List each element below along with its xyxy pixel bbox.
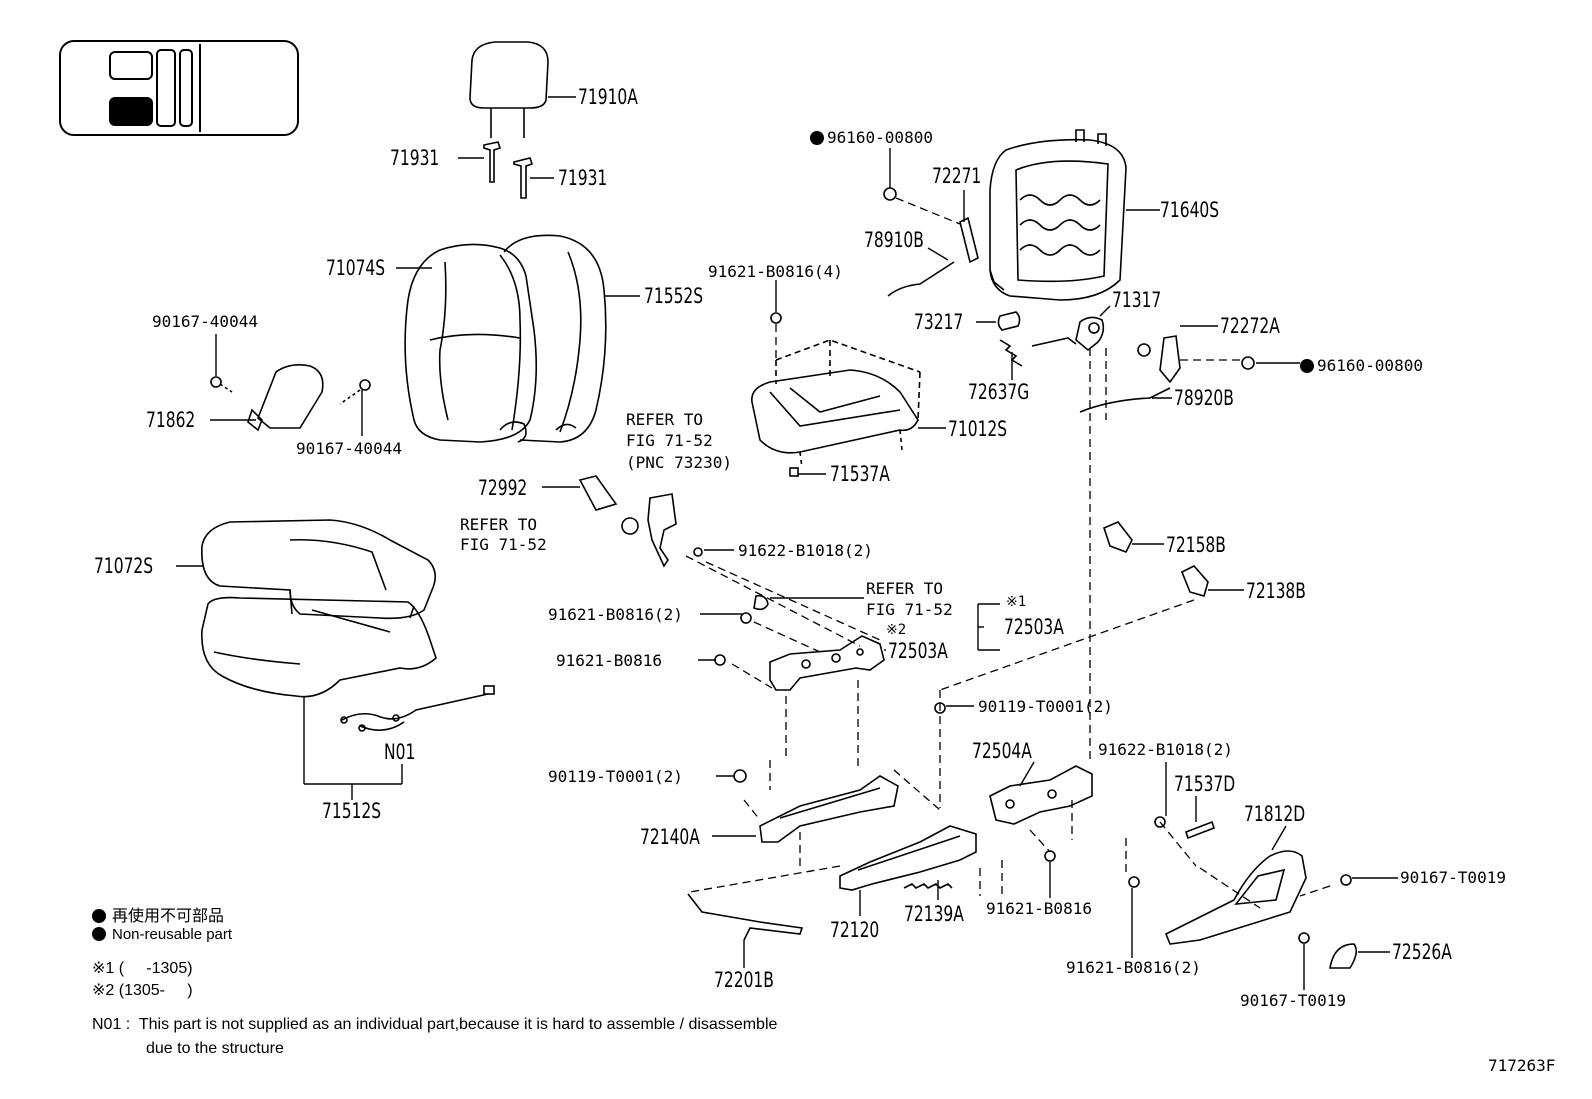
n01-note-line1: N01 : This part is not supplied as an in… xyxy=(92,1016,778,1033)
part-label-72271[interactable]: 72271 xyxy=(932,164,982,188)
part-label-71012S[interactable]: 71012S xyxy=(948,417,1008,441)
seat-adjuster-72504A-shape xyxy=(989,765,1093,825)
part-label-72139A[interactable]: 72139A xyxy=(904,902,964,926)
part-label-71910A[interactable]: 71910A xyxy=(578,85,638,109)
seat-locator-icon xyxy=(59,40,299,136)
seat-cushion-shape xyxy=(201,519,437,698)
part-label-71812D[interactable]: 71812D xyxy=(1244,802,1306,826)
part-label-71074S[interactable]: 71074S xyxy=(326,256,386,280)
connector-lines xyxy=(685,197,1331,909)
legend-note-2: ※2 (1305- ) xyxy=(92,982,193,999)
part-label-72503A-1[interactable]: 72503A xyxy=(1004,615,1064,639)
part-label-72272A[interactable]: 72272A xyxy=(1220,314,1280,338)
n01-note-line2: due to the structure xyxy=(146,1040,284,1057)
part-label-91621-B0816-4[interactable]: 91621-B0816(4) xyxy=(708,262,843,281)
part-label-73217[interactable]: 73217 xyxy=(914,310,964,334)
headrest-shape xyxy=(469,41,549,199)
legend-note-1: ※1 ( -1305) xyxy=(92,960,193,977)
part-label-72138B[interactable]: 72138B xyxy=(1246,579,1306,603)
part-label-91622-B1018-2-bottom[interactable]: 91622-B1018(2) xyxy=(1098,740,1233,759)
legend-jp-text: 再使用不可部品 xyxy=(112,908,225,925)
seat-rail-72140A-shape xyxy=(733,769,899,843)
part-label-N01[interactable]: N01 xyxy=(384,740,416,764)
figure-id: 717263F xyxy=(1488,1056,1556,1075)
part-label-90167-40044-top[interactable]: 90167-40044 xyxy=(152,312,258,331)
refer-fig-71-52-pnc-line2[interactable]: FIG 71-52 xyxy=(626,431,713,450)
part-label-72526A[interactable]: 72526A xyxy=(1392,940,1452,964)
part-label-72140A[interactable]: 72140A xyxy=(640,825,700,849)
part-label-71931-right[interactable]: 71931 xyxy=(558,166,608,190)
seat-adjuster-72503A-shape xyxy=(714,612,885,691)
part-label-78920B[interactable]: 78920B xyxy=(1174,386,1234,410)
part-label-90119-T0001-2-right[interactable]: 90119-T0001(2) xyxy=(978,697,1113,716)
part-label-90119-T0001-2-left[interactable]: 90119-T0001(2) xyxy=(548,767,683,786)
part-label-91621-B0816-2-bottom[interactable]: 91621-B0816(2) xyxy=(1066,958,1201,977)
legend-en: Non-reusable part xyxy=(92,926,232,943)
part-label-91622-B1018-2-top[interactable]: 91622-B1018(2) xyxy=(738,541,873,560)
refer-fig-71-52-mid-line1: REFER TO xyxy=(866,579,944,598)
part-label-71931-left[interactable]: 71931 xyxy=(390,146,440,170)
seatback-cover-shape xyxy=(404,234,607,443)
part-label-72637G[interactable]: 72637G xyxy=(968,380,1030,404)
part-label-91621-B0816-2-top[interactable]: 91621-B0816(2) xyxy=(548,605,683,624)
non-reusable-dot-icon xyxy=(92,927,106,941)
recliner-parts-shape xyxy=(883,187,1255,413)
part-label-72201B[interactable]: 72201B xyxy=(714,968,774,992)
part-label-90167-40044-bottom[interactable]: 90167-40044 xyxy=(296,439,402,458)
non-reusable-dot-icon xyxy=(92,909,106,923)
seat-rail-72120-shape xyxy=(839,825,977,891)
bracket-71862-shape xyxy=(210,364,371,432)
part-label-72504A[interactable]: 72504A xyxy=(972,739,1032,763)
knob-72526A-shape xyxy=(1329,943,1358,969)
part-label-72992[interactable]: 72992 xyxy=(478,476,528,500)
refer-fig-71-52-pnc-line1: REFER TO xyxy=(626,410,704,429)
refer-fig-71-52-left-line1: REFER TO xyxy=(460,515,538,534)
part-label-91621-B0816-bottom[interactable]: 91621-B0816 xyxy=(986,899,1092,918)
legend-en-text: Non-reusable part xyxy=(112,926,233,943)
part-label-71640S[interactable]: 71640S xyxy=(1160,198,1220,222)
buckle-shape xyxy=(578,475,1209,611)
part-label-96160-00800-right[interactable]: 96160-00800 xyxy=(1300,358,1423,374)
part-label-78910B[interactable]: 78910B xyxy=(864,228,924,252)
seatback-frame-71640S-shape xyxy=(989,129,1127,301)
part-label-71537D[interactable]: 71537D xyxy=(1174,772,1236,796)
part-label-91621-B0816-left[interactable]: 91621-B0816 xyxy=(556,651,662,670)
refer-fig-71-52-left-line2[interactable]: FIG 71-52 xyxy=(460,535,547,554)
footnote-mark-2: ※2 xyxy=(886,622,907,638)
legend-jp: 再使用不可部品 xyxy=(92,902,224,926)
part-label-72120[interactable]: 72120 xyxy=(830,918,880,942)
part-label-71862[interactable]: 71862 xyxy=(146,408,196,432)
spring-71537D-shape xyxy=(1184,820,1216,840)
part-label-71537A[interactable]: 71537A xyxy=(830,462,890,486)
part-label-71512S[interactable]: 71512S xyxy=(322,799,382,823)
leader-lines xyxy=(176,96,1398,990)
seat-cover-side-71812D-shape xyxy=(1164,850,1307,945)
refer-fig-71-52-mid-line2[interactable]: FIG 71-52 xyxy=(866,600,953,619)
wire-harness-shape xyxy=(340,685,495,732)
seat-pan-71012S-shape xyxy=(751,339,921,477)
refer-fig-71-52-pnc-line3: (PNC 73230) xyxy=(626,453,732,472)
part-label-72503A-2[interactable]: 72503A xyxy=(888,639,948,663)
part-label-90167-T0019-bottom[interactable]: 90167-T0019 xyxy=(1240,991,1346,1010)
bolt-shapes xyxy=(770,312,1352,944)
part-label-71552S[interactable]: 71552S xyxy=(644,284,704,308)
part-label-71072S[interactable]: 71072S xyxy=(94,554,154,578)
footnote-mark-1: ※1 xyxy=(1006,594,1027,610)
part-label-71317[interactable]: 71317 xyxy=(1112,288,1162,312)
part-label-90167-T0019-right[interactable]: 90167-T0019 xyxy=(1400,868,1506,887)
part-label-96160-00800-top[interactable]: 96160-00800 xyxy=(810,130,933,146)
part-label-72158B[interactable]: 72158B xyxy=(1166,533,1226,557)
seat-wire-72201B-shape xyxy=(687,893,804,941)
